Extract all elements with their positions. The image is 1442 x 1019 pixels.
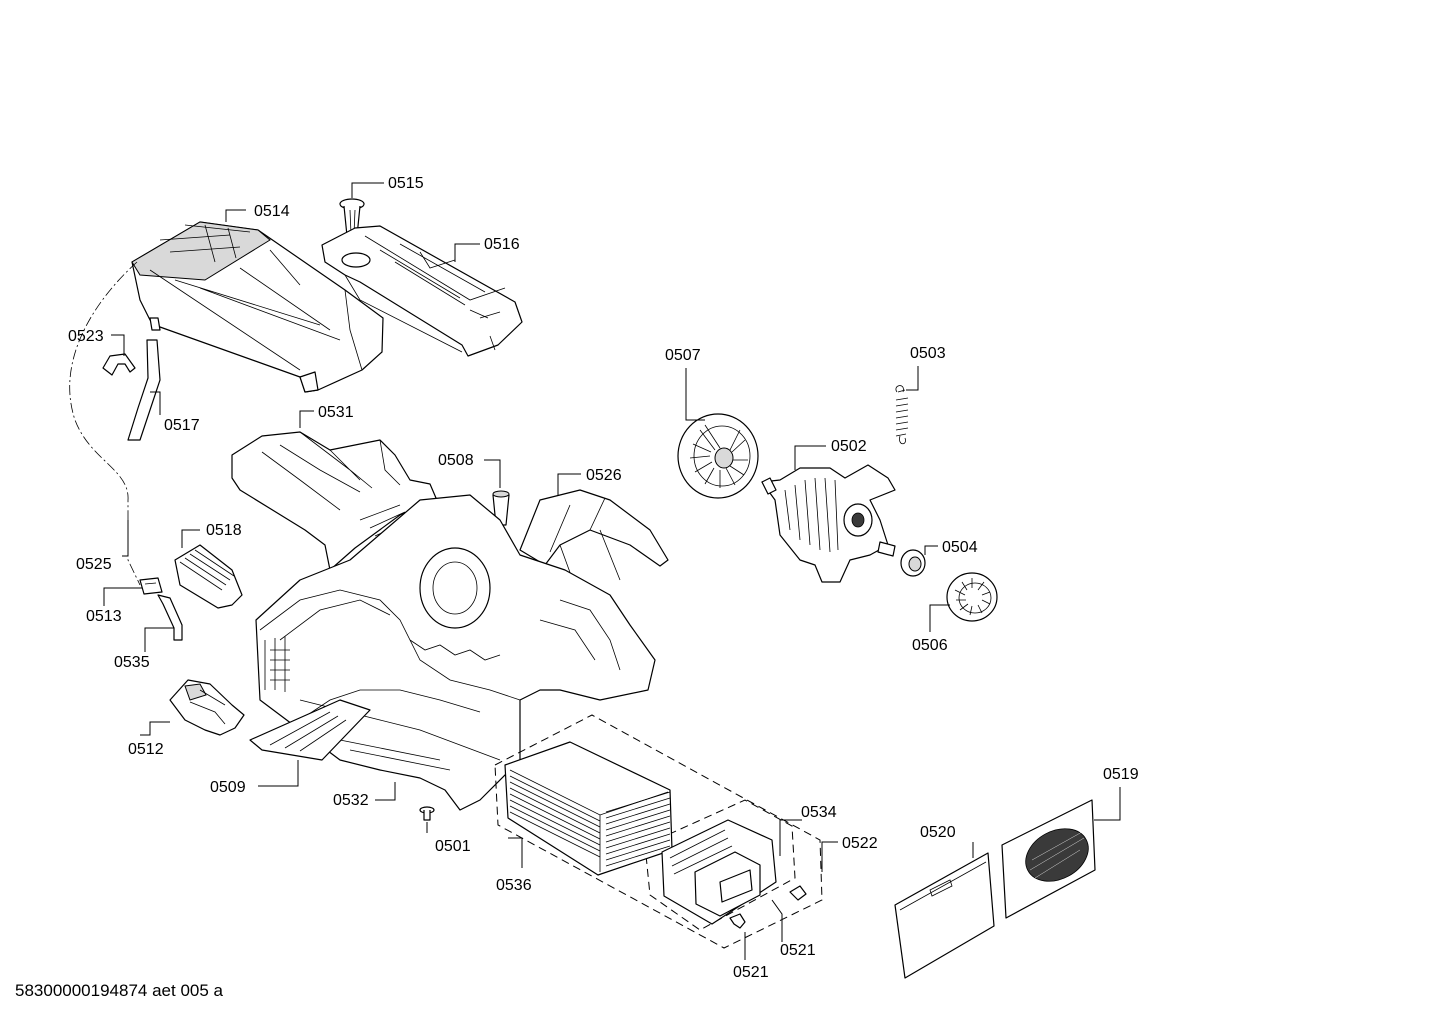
- part-0536-drawing[interactable]: [504, 741, 673, 876]
- part-0517-drawing[interactable]: [127, 339, 161, 441]
- label-0514[interactable]: 0514: [254, 203, 290, 220]
- part-0514-drawing[interactable]: [131, 221, 384, 393]
- part-0518-drawing[interactable]: [174, 544, 243, 609]
- part-0516-drawing[interactable]: [321, 225, 523, 357]
- part-0509-drawing[interactable]: [249, 699, 371, 761]
- label-0512[interactable]: 0512: [128, 741, 164, 758]
- label-0508[interactable]: 0508: [438, 452, 474, 469]
- label-0525[interactable]: 0525: [76, 556, 112, 573]
- label-0535[interactable]: 0535: [114, 654, 150, 671]
- part-0534-drawing[interactable]: [661, 819, 777, 925]
- part-labels: 0515 0514 0516 0523 0507 0503 0531 0517 …: [68, 175, 1139, 981]
- label-0507[interactable]: 0507: [665, 347, 701, 364]
- label-0526[interactable]: 0526: [586, 467, 622, 484]
- part-0507-drawing[interactable]: [677, 413, 759, 499]
- part-0521a-drawing[interactable]: [729, 913, 746, 929]
- part-0513-drawing[interactable]: [139, 577, 163, 595]
- label-0515[interactable]: 0515: [388, 175, 424, 192]
- part-0532-base-drawing[interactable]: [255, 494, 656, 811]
- part-0504-drawing[interactable]: [900, 549, 926, 577]
- label-0520[interactable]: 0520: [920, 824, 956, 841]
- part-0535-drawing[interactable]: [157, 594, 183, 641]
- label-0517[interactable]: 0517: [164, 417, 200, 434]
- label-0513[interactable]: 0513: [86, 608, 122, 625]
- part-0503-drawing[interactable]: [895, 385, 909, 445]
- label-0536[interactable]: 0536: [496, 877, 532, 894]
- routing-line: [69, 261, 141, 586]
- part-0520-drawing[interactable]: [894, 852, 995, 979]
- part-0531-drawing[interactable]: [231, 431, 437, 571]
- label-0521-right[interactable]: 0521: [780, 942, 816, 959]
- leader-lines: [103, 182, 1121, 960]
- part-0502-drawing[interactable]: [761, 464, 896, 583]
- label-0516[interactable]: 0516: [484, 236, 520, 253]
- part-0506-drawing[interactable]: [946, 572, 998, 622]
- part-0522-drawing[interactable]: [494, 714, 823, 949]
- part-0523-drawing[interactable]: [102, 353, 136, 376]
- part-0512-drawing[interactable]: [169, 679, 245, 736]
- label-0502[interactable]: 0502: [831, 438, 867, 455]
- label-0522[interactable]: 0522: [842, 835, 878, 852]
- label-0518[interactable]: 0518: [206, 522, 242, 539]
- label-0532[interactable]: 0532: [333, 792, 369, 809]
- label-0534[interactable]: 0534: [801, 804, 837, 821]
- document-code: 58300000194874 aet 005 a: [15, 981, 223, 1000]
- label-0531[interactable]: 0531: [318, 404, 354, 421]
- part-0519-drawing[interactable]: [1001, 799, 1097, 919]
- label-0506[interactable]: 0506: [912, 637, 948, 654]
- label-0509[interactable]: 0509: [210, 779, 246, 796]
- part-0501-drawing[interactable]: [419, 806, 435, 821]
- label-0504[interactable]: 0504: [942, 539, 978, 556]
- label-0503[interactable]: 0503: [910, 345, 946, 362]
- label-0521-bottom[interactable]: 0521: [733, 964, 769, 981]
- label-0519[interactable]: 0519: [1103, 766, 1139, 783]
- label-0523[interactable]: 0523: [68, 328, 104, 345]
- part-0521b-drawing[interactable]: [789, 885, 807, 901]
- label-0501[interactable]: 0501: [435, 838, 471, 855]
